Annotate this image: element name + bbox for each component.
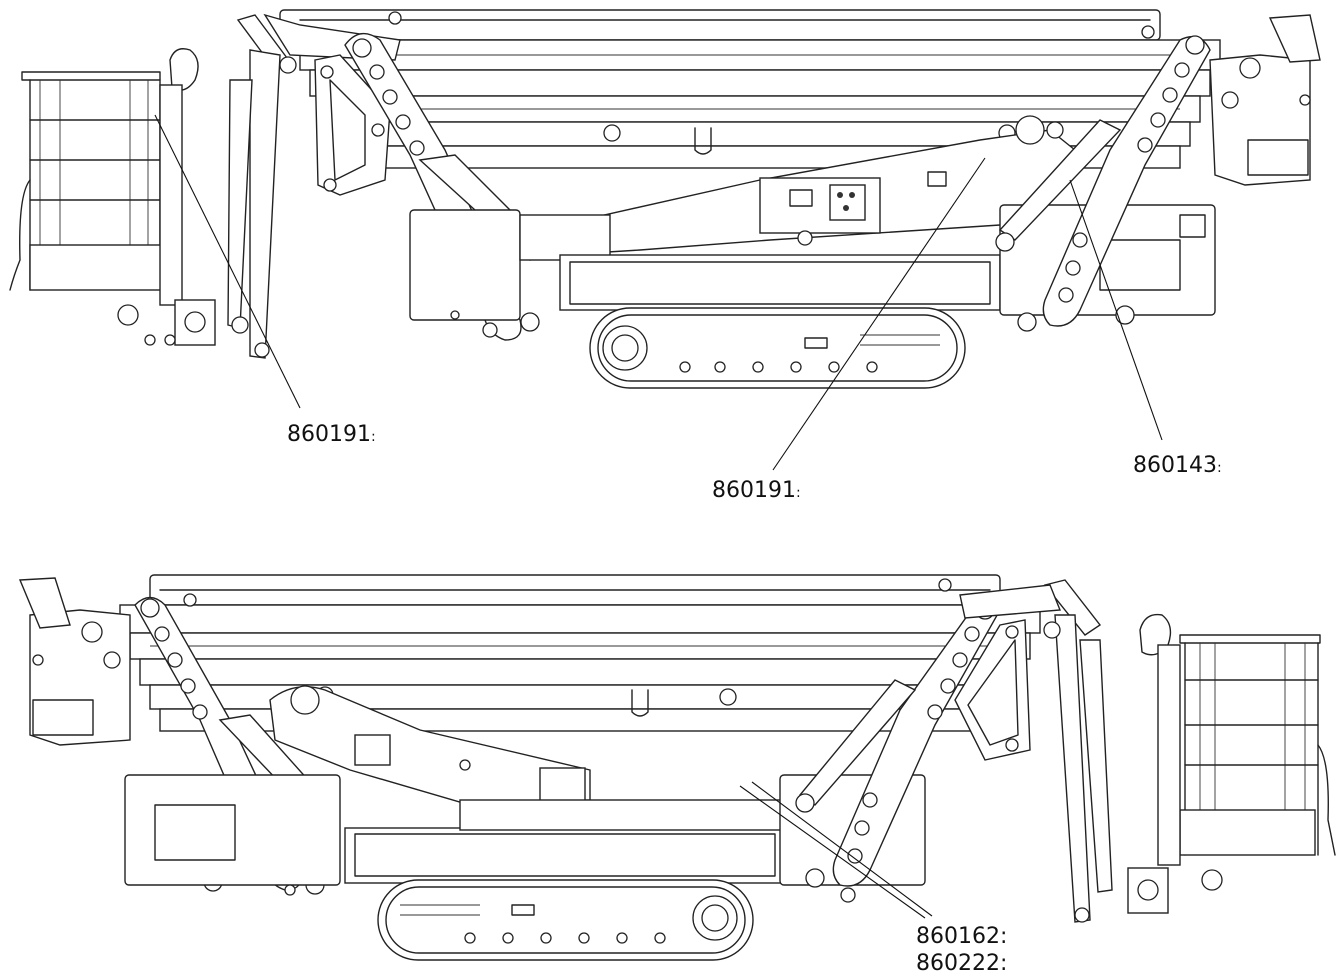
leader-lines [154, 114, 1163, 919]
lower-jib-arm [959, 579, 1113, 923]
lower-center-arm [269, 685, 591, 806]
upper-basket [9, 48, 216, 346]
lower-basket [1127, 613, 1336, 914]
upper-right-link-arm [995, 35, 1211, 332]
leader-upper-center [772, 157, 986, 471]
upper-machine-view [9, 9, 1321, 389]
leader-upper-right [1069, 179, 1163, 441]
leader-upper-left [154, 114, 301, 409]
lower-right-boom-plate [954, 619, 1031, 761]
upper-center-arm [559, 115, 1076, 256]
leader-lower-a [739, 785, 926, 919]
callout-upper-center: 860191: [712, 478, 801, 503]
leader-lower-b [751, 781, 933, 917]
lower-left-bracket [18, 577, 131, 746]
callout-upper-left: 860191: [287, 422, 376, 447]
lower-machine-view [18, 574, 1336, 961]
lower-crawler-track [377, 879, 754, 961]
callout-lower-a: 860162: [916, 924, 1007, 949]
callout-labels: 860191: 860191: 860143: 860162: 860222: [287, 422, 1222, 976]
upper-right-bracket [1209, 14, 1321, 186]
callout-lower-b: 860222: [916, 951, 1007, 976]
lower-telescopic-boom [119, 574, 1041, 732]
upper-crawler-track [589, 307, 966, 389]
callout-upper-right: 860143: [1133, 453, 1222, 478]
